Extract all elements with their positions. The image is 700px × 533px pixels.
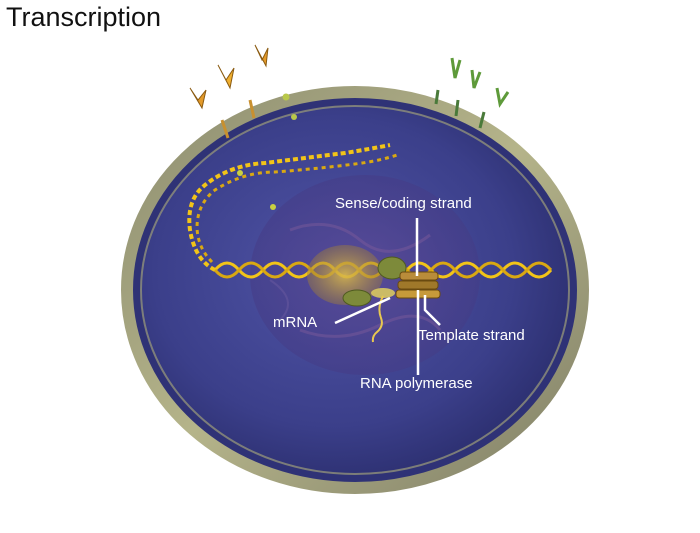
label-mrna: mRNA bbox=[273, 314, 317, 331]
label-rna-polymerase: RNA polymerase bbox=[360, 375, 473, 392]
transcription-bubble bbox=[307, 245, 383, 305]
label-sense-coding-strand: Sense/coding strand bbox=[335, 195, 472, 212]
label-template-strand: Template strand bbox=[418, 327, 525, 344]
membrane-receptors-right bbox=[434, 57, 510, 129]
mrna-strand bbox=[371, 295, 384, 343]
membrane-receptors-left bbox=[189, 44, 297, 176]
diagram-title: Transcription bbox=[6, 2, 162, 32]
leader-lines bbox=[334, 218, 441, 375]
rna-polymerase bbox=[342, 256, 441, 307]
